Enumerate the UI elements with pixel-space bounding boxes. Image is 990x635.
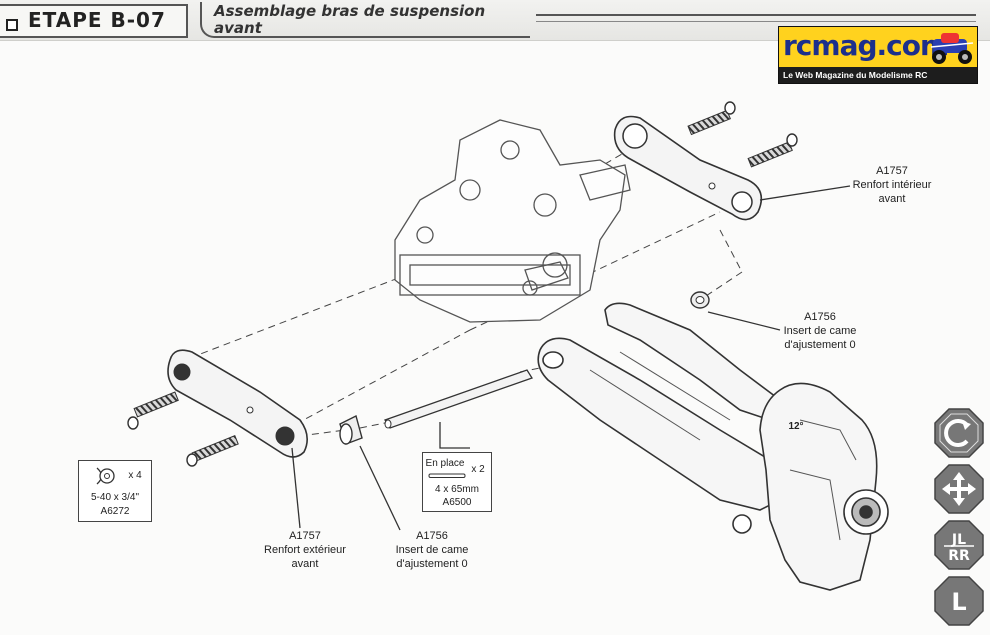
suspension-arm-details xyxy=(589,351,857,541)
logo-tagline: Le Web Magazine du Modelisme RC xyxy=(783,70,928,80)
pin-size: 4 x 65mm xyxy=(435,484,479,495)
angle-mark: 12° xyxy=(788,421,804,432)
gearbox-housing xyxy=(394,119,631,323)
screw-left-2 xyxy=(186,435,239,467)
pin-callout-box: En place x 2 4 x 65mm A6500 xyxy=(422,452,492,512)
label-insert-right: A1756 Insert de came d'ajustement 0 xyxy=(760,310,880,352)
pin-qty: x 2 xyxy=(471,464,485,475)
pin-title: En place xyxy=(425,458,465,469)
label-insert-right-line1: Insert de came xyxy=(783,325,857,337)
label-insert-left: A1756 Insert de came d'ajustement 0 xyxy=(372,529,492,571)
label-outer-brace-line1: Renfort extérieur xyxy=(264,544,346,556)
inner-brace-part xyxy=(613,115,763,221)
label-insert-left-code: A1756 xyxy=(416,530,448,542)
pin-icon xyxy=(428,473,466,478)
title-box xyxy=(200,2,530,38)
label-inner-brace: A1757 Renfort intérieur avant xyxy=(832,164,952,206)
header-rule xyxy=(536,14,976,16)
rc-car-icon xyxy=(930,33,974,64)
outer-brace-part xyxy=(167,349,308,458)
page-title-line2: avant xyxy=(214,19,262,37)
label-insert-left-line2: d'ajustement 0 xyxy=(396,558,468,570)
screw-left-1 xyxy=(127,391,179,430)
label-inner-brace-code: A1757 xyxy=(876,165,908,177)
screw-top-1 xyxy=(687,101,736,136)
rcmag-logo[interactable]: rcmag.com Le Web Magazine du Modelisme R… xyxy=(778,26,978,84)
screw-callout-box: x 4 5-40 x 3/4" A6272 xyxy=(78,460,152,522)
checkbox-icon[interactable] xyxy=(6,19,18,31)
leader-lines xyxy=(291,185,851,531)
label-inner-brace-line2: avant xyxy=(878,193,906,205)
screw-head-icon xyxy=(96,467,115,485)
step-box xyxy=(0,4,188,38)
label-outer-brace-code: A1757 xyxy=(289,530,321,542)
screw-size: 5-40 x 3/4" xyxy=(90,492,140,503)
cam-insert-right xyxy=(690,291,710,309)
label-inner-brace-line1: Renfort intérieur xyxy=(852,179,932,191)
page-title: Assemblage bras de suspension xyxy=(214,2,486,20)
label-insert-right-line2: d'ajustement 0 xyxy=(784,339,856,351)
svg-text:RR: RR xyxy=(948,548,970,564)
screw-top-2 xyxy=(747,133,798,168)
hinge-pin xyxy=(384,369,533,429)
pin-code: A6500 xyxy=(442,497,472,508)
cam-insert-left xyxy=(339,414,363,445)
suspension-arm xyxy=(537,302,889,591)
left-side-icon[interactable]: L xyxy=(934,576,984,626)
rotate-icon[interactable] xyxy=(934,408,984,458)
move-icon[interactable] xyxy=(934,464,984,514)
screw-code: A6272 xyxy=(100,506,130,517)
label-outer-brace-line2: avant xyxy=(291,558,319,570)
logo-text: rcmag.com xyxy=(783,29,949,62)
svg-text:L: L xyxy=(951,588,966,616)
step-title: ETAPE B-07 xyxy=(28,8,166,32)
screw-qty: x 4 xyxy=(128,470,142,481)
label-outer-brace: A1757 Renfort extérieur avant xyxy=(250,529,360,571)
label-insert-left-line1: Insert de came xyxy=(395,544,469,556)
mirror-icon[interactable]: JL RR xyxy=(934,520,984,570)
svg-text:JL: JL xyxy=(951,532,966,548)
header-rule-thin xyxy=(536,21,976,22)
label-insert-right-code: A1756 xyxy=(804,311,836,323)
